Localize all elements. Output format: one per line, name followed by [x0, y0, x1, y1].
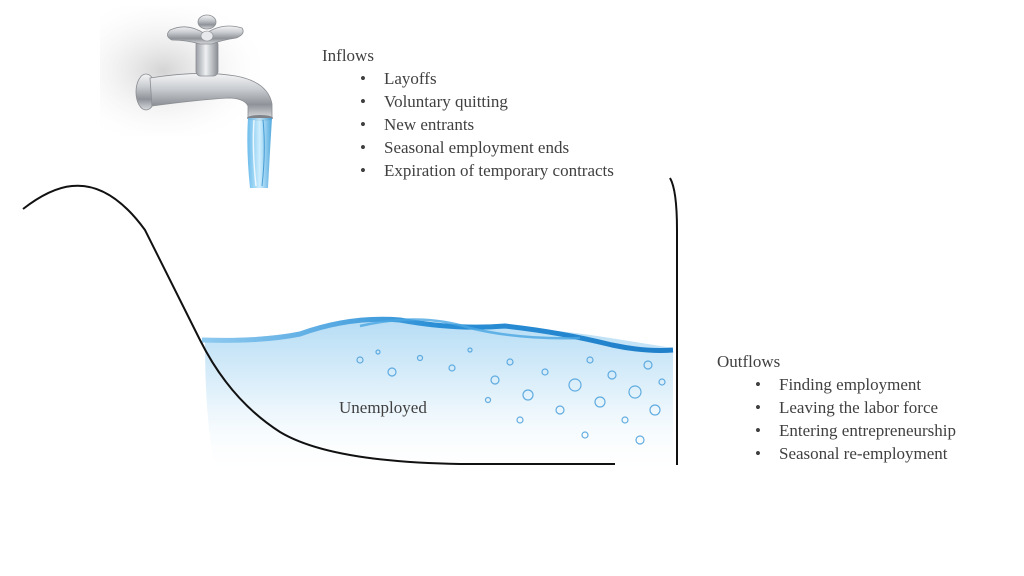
inflow-item: • Expiration of temporary contracts	[322, 159, 614, 182]
inflows-list: • Layoffs • Voluntary quitting • New entran…	[322, 67, 614, 182]
inflows-block: Inflows • Layoffs • Voluntary quitting • Ne…	[322, 44, 614, 182]
water-pool-icon	[201, 316, 674, 470]
outflow-item-label: Seasonal re-employment	[779, 444, 948, 463]
bullet-icon: •	[360, 138, 366, 157]
outflow-item: • Finding employment	[717, 373, 956, 396]
outflow-item: • Seasonal re-employment	[717, 442, 956, 465]
outflows-list: • Finding employment • Leaving the labor f…	[717, 373, 956, 465]
outflow-item-label: Leaving the labor force	[779, 398, 939, 417]
bullet-icon: •	[360, 69, 366, 88]
outflow-item: • Entering entrepreneurship	[717, 419, 956, 442]
bullet-icon: •	[755, 375, 761, 394]
inflow-item: • New entrants	[322, 113, 614, 136]
unemployed-label: Unemployed	[339, 398, 427, 417]
inflow-item-label: New entrants	[384, 115, 475, 134]
inflow-item: • Voluntary quitting	[322, 90, 614, 113]
inflow-item-label: Layoffs	[384, 69, 437, 88]
bullet-icon: •	[755, 444, 761, 463]
outflows-block: Outflows • Finding employment • Leaving th…	[717, 350, 956, 465]
bullet-icon: •	[360, 115, 366, 134]
outflow-item-label: Finding employment	[779, 375, 922, 394]
bullet-icon: •	[755, 398, 761, 417]
water-stream-icon	[247, 118, 272, 188]
inflow-item-label: Voluntary quitting	[384, 92, 508, 111]
outflows-title: Outflows	[717, 352, 781, 371]
inflows-title: Inflows	[322, 46, 374, 65]
inflow-item: • Seasonal employment ends	[322, 136, 614, 159]
faucet-icon	[100, 6, 280, 136]
inflow-item-label: Seasonal employment ends	[384, 138, 570, 157]
bullet-icon: •	[755, 421, 761, 440]
pool-outline-right	[669, 177, 678, 465]
outflow-item-label: Entering entrepreneurship	[779, 421, 957, 440]
outflow-item: • Leaving the labor force	[717, 396, 956, 419]
inflow-item: • Layoffs	[322, 67, 614, 90]
bullet-icon: •	[360, 161, 366, 180]
bullet-icon: •	[360, 92, 366, 111]
pool-outline-left	[22, 184, 615, 465]
inflow-item-label: Expiration of temporary contracts	[384, 161, 614, 180]
